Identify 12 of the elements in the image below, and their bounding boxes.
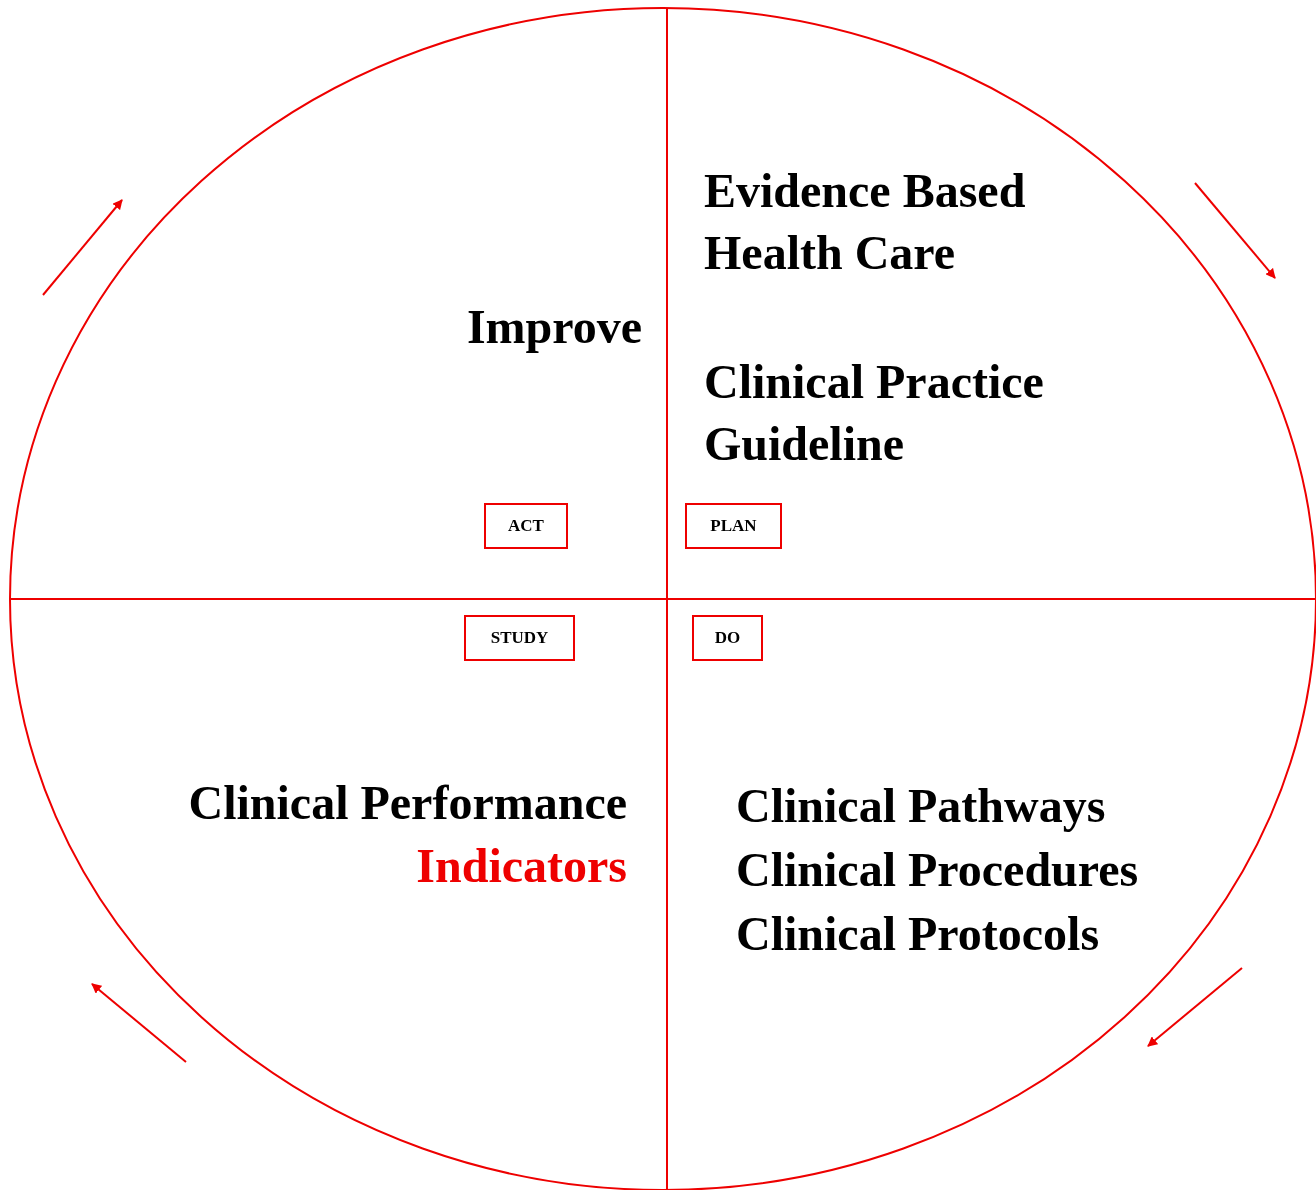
quadrant-text: Indicators — [415, 838, 627, 894]
phase-label: PLAN — [685, 503, 782, 549]
quadrant-text: Improve — [465, 299, 642, 355]
quadrant-text: Clinical Pathways — [736, 778, 1107, 834]
quadrant-text: Clinical Protocols — [736, 906, 1101, 962]
quadrant-text: Clinical Performance — [187, 775, 627, 831]
quadrant-text: Evidence Based Health Care — [704, 163, 1027, 281]
phase-label: ACT — [484, 503, 568, 549]
phase-label: DO — [692, 615, 763, 661]
quadrant-text: Clinical Practice Guideline — [704, 354, 1045, 472]
quadrant-text: Clinical Procedures — [736, 842, 1140, 898]
phase-label: STUDY — [464, 615, 575, 661]
